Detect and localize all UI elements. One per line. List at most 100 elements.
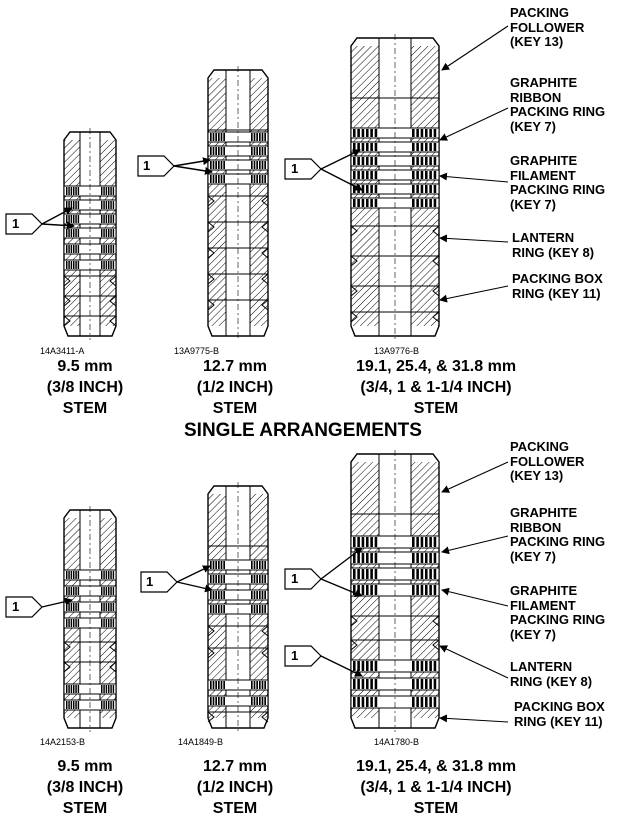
ring-segment	[68, 201, 70, 209]
ring-segment	[112, 261, 115, 269]
ring-segment	[429, 661, 432, 671]
ring-segment	[366, 661, 369, 671]
groove-notch	[432, 311, 440, 323]
ring-segment	[75, 619, 77, 627]
ring-segment	[412, 171, 415, 179]
ring-segment	[68, 685, 70, 693]
ring-segment	[68, 571, 70, 579]
ring-segment	[420, 199, 424, 207]
packing-stack	[63, 128, 117, 340]
ring-segment	[210, 133, 212, 141]
ring-segment	[103, 187, 105, 195]
label-line: (KEY 7)	[510, 548, 556, 564]
ring-segment	[101, 571, 103, 579]
ring-segment	[103, 201, 105, 209]
ring-segment	[210, 697, 212, 705]
ring-segment	[433, 569, 437, 579]
ring-segment	[420, 697, 424, 707]
ring-segment	[66, 603, 68, 611]
ring-segment	[361, 553, 365, 563]
ring-segment	[220, 681, 223, 689]
ring-segment	[66, 187, 68, 195]
ring-segment	[101, 261, 103, 269]
ring-segment	[429, 185, 432, 193]
ring-segment	[210, 175, 212, 183]
drawing-number: 14A2153-B	[40, 737, 86, 747]
label-lantern-ring: LANTERN RING (KEY 8)	[510, 659, 592, 689]
ring-segment	[218, 605, 220, 613]
packing-stack	[63, 506, 117, 732]
ring-segment	[66, 619, 68, 627]
ring-segment	[253, 161, 256, 169]
ring-segment	[416, 157, 419, 165]
ring-segment	[433, 679, 437, 689]
leader-arrow	[439, 285, 509, 303]
ring-segment	[101, 229, 103, 237]
ring-segment	[253, 697, 256, 705]
ring-segment	[108, 603, 110, 611]
ring-segment	[256, 161, 258, 169]
callout-tag	[284, 568, 322, 590]
ring-segment	[68, 603, 70, 611]
ring-segment	[425, 171, 428, 179]
leader-arrow	[441, 587, 509, 607]
ring-segment	[433, 537, 437, 547]
ring-segment	[210, 605, 212, 613]
label-line: PACKING RING	[510, 104, 606, 119]
ring-segment	[416, 199, 419, 207]
ring-segment	[68, 261, 70, 269]
ring-segment	[253, 575, 256, 583]
ring-segment	[253, 591, 256, 599]
ring-segment	[108, 701, 110, 709]
label-lantern-ring: LANTERN RING (KEY 8)	[512, 230, 594, 260]
callout-arrow	[176, 581, 213, 593]
stem-size-inch: (3/4, 1 & 1-1/4 INCH)	[360, 379, 512, 396]
ring-segment	[425, 185, 428, 193]
ring-segment	[264, 133, 266, 141]
ring-segment	[105, 587, 108, 595]
ring-segment	[70, 201, 73, 209]
ring-segment	[103, 701, 105, 709]
ring-segment	[112, 201, 115, 209]
ring-segment	[261, 697, 264, 705]
drawing-number: 14A1780-B	[374, 737, 420, 747]
groove-notch	[261, 711, 269, 723]
ring-segment	[357, 129, 360, 137]
groove-notch	[350, 255, 358, 267]
ring-segment	[101, 245, 103, 253]
ring-segment	[253, 681, 256, 689]
ring-segment	[259, 161, 261, 169]
ring-segment	[75, 571, 77, 579]
ring-segment	[253, 133, 256, 141]
ring-segment	[77, 187, 80, 195]
ring-segment	[103, 587, 105, 595]
ring-segment	[416, 569, 419, 579]
ring-segment	[370, 553, 373, 563]
ring-segment	[68, 701, 70, 709]
ring-segment	[77, 571, 80, 579]
groove-notch	[109, 275, 117, 287]
ring-segment	[75, 685, 77, 693]
ring-segment	[103, 619, 105, 627]
ring-segment	[101, 619, 103, 627]
label-graphite-filament-ring: GRAPHITE FILAMENT PACKING RING (KEY 7)	[510, 583, 605, 642]
ring-segment	[218, 133, 220, 141]
ring-segment	[105, 187, 108, 195]
ring-segment	[105, 215, 108, 223]
ring-segment	[259, 175, 261, 183]
ring-segment	[420, 157, 424, 165]
ring-segment	[374, 585, 378, 595]
leader-arrow	[441, 25, 509, 71]
ring-segment	[370, 171, 373, 179]
ring-segment	[112, 571, 115, 579]
ring-segment	[264, 175, 266, 183]
ring-segment	[73, 201, 75, 209]
callout-number: 1	[12, 599, 20, 614]
ring-segment	[433, 199, 437, 207]
ring-segment	[215, 133, 217, 141]
ring-segment	[215, 175, 217, 183]
ring-segment	[215, 147, 217, 155]
ring-segment	[425, 199, 428, 207]
ring-segment	[108, 187, 110, 195]
ring-segment	[361, 679, 365, 689]
